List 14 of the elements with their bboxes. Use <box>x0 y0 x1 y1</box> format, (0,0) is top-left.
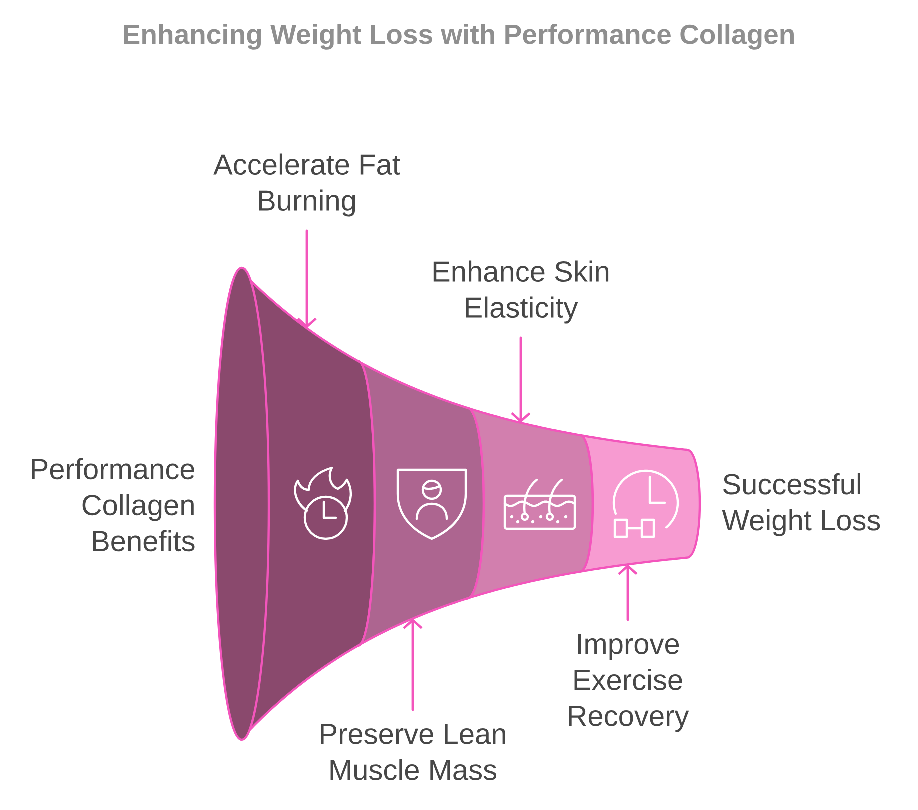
arrow <box>403 618 423 712</box>
funnel-segment <box>466 406 594 600</box>
arrow <box>297 230 317 328</box>
callout-label: Improve Exercise Recovery <box>569 634 690 732</box>
side-label: Performance Collagen Benefits <box>32 458 195 552</box>
side-label: Successful Weight Loss <box>722 473 880 537</box>
callout-label: Preserve Lean Muscle Mass <box>321 724 506 780</box>
funnel-segment <box>578 434 702 574</box>
arrow <box>511 336 531 424</box>
arrow <box>618 564 638 622</box>
callout-label: Enhance Skin Elasticity <box>434 260 609 324</box>
funnel-segment <box>356 360 486 648</box>
title: Enhancing Weight Loss with Performance Collagen <box>124 24 794 50</box>
callout-label: Accelerate Fat Burning <box>214 154 400 217</box>
